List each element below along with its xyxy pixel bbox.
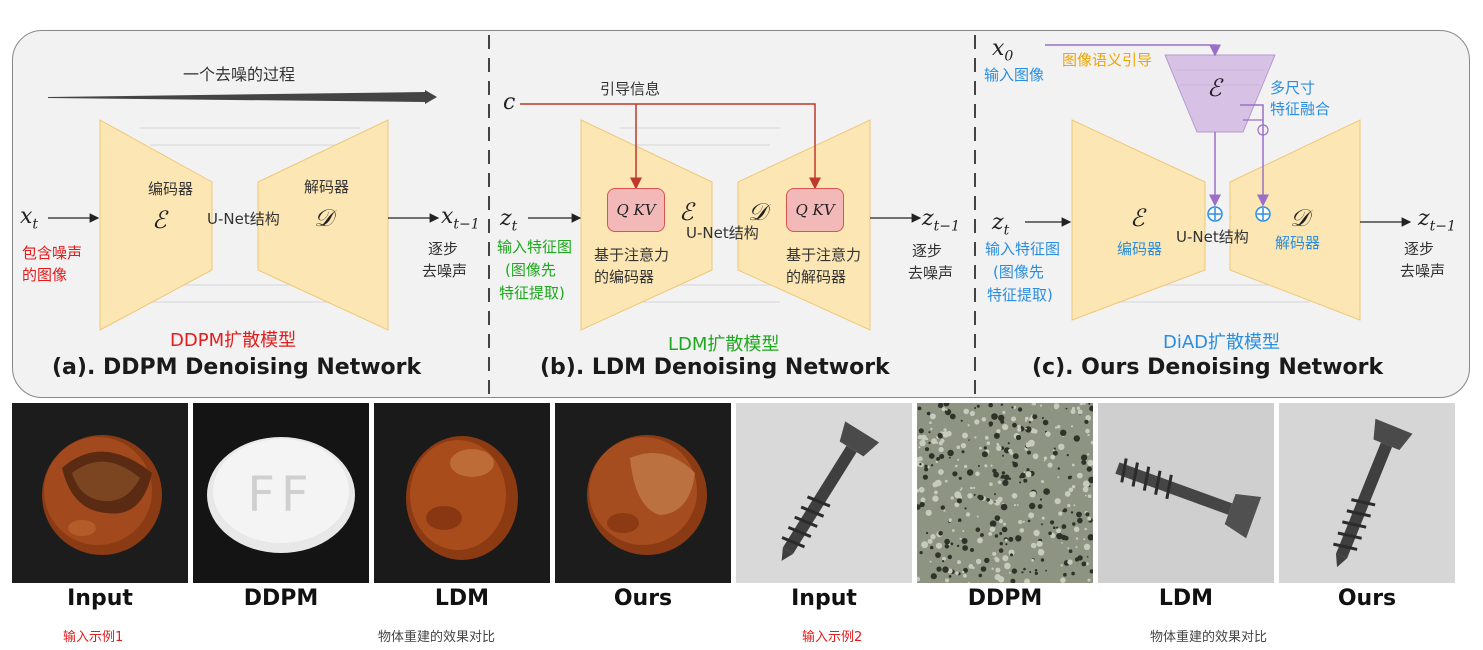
output-note-a2: 去噪声 [422,262,468,280]
fusion-label-1: 多尺寸 [1270,79,1316,97]
caption-input-1: Input [67,586,133,611]
z-t-1-output-c: zt−1 [1418,206,1456,235]
ddpm-decoder-shape [257,119,389,331]
x0-symbol: x0 [992,36,1014,65]
plus-icon-2 [1255,206,1271,222]
input-example-note-1: 输入示例1 [63,630,124,645]
input-note-b2: (图像先 [505,261,556,279]
caption-ldm-2: LDM [1158,586,1214,611]
tile-ldm-2 [1098,403,1274,583]
caption-ldm-1: LDM [434,586,490,611]
output-note-c1: 逐步 [1404,240,1435,258]
unet-label-c: U-Net结构 [1176,228,1249,246]
encoder-note-b1: 基于注意力 [594,246,670,264]
x-t-input: xt [20,204,39,233]
output-note-b2: 去噪声 [908,264,954,282]
caption-input-2: Input [791,586,857,611]
tile-ddpm-1: FF [193,403,369,583]
fusion-label-2: 特征融合 [1270,100,1331,118]
caption-ours-1: Ours [613,586,673,611]
semantic-encoder-shape [1164,54,1276,133]
caption-ddpm-1: DDPM [243,586,319,611]
caption-ddpm-2: DDPM [967,586,1043,611]
output-note-c2: 去噪声 [1400,262,1446,280]
title-a: (a). DDPM Denoising Network [52,355,422,380]
input-note-a1: 包含噪声 [22,244,83,262]
qkv-decoder-box: Q KV [786,188,844,232]
decoder-note-b2: 的解码器 [786,268,847,286]
cond-symbol: c [503,90,516,115]
model-name-a: DDPM扩散模型 [170,330,297,351]
qkv-encoder-box: Q KV [607,188,665,232]
x-t-1-output: xt−1 [441,204,480,233]
title-c: (c). Ours Denoising Network [1032,355,1384,380]
input-note-c1: 输入特征图 [985,240,1061,258]
encoder-label-a: 编码器 [148,180,194,198]
encoder-symbol-c: ℰ [1130,204,1145,232]
x0-note: 输入图像 [984,66,1045,84]
unet-label-b: U-Net结构 [686,224,759,242]
encoder-note-b2: 的编码器 [594,268,655,286]
tile-ldm-1 [374,403,550,583]
z-t-input-b: zt [500,206,518,235]
z-t-1-output-b: zt−1 [922,206,960,235]
semantic-guide-label: 图像语义引导 [1062,51,1153,69]
model-name-b: LDM扩散模型 [668,334,780,355]
plus-icon-1 [1207,206,1223,222]
tile-input-2 [736,403,912,583]
encoder-symbol-a: ℰ [152,206,167,234]
decoder-label-a: 解码器 [304,178,350,196]
process-arrow [48,90,437,104]
guide-line [520,103,821,190]
input-note-b3: 特征提取) [499,284,565,302]
model-name-c: DiAD扩散模型 [1163,332,1281,353]
decoder-symbol-c: 𝒟 [1290,204,1310,232]
z-t-input-c: zt [992,210,1010,239]
encoder-symbol-b: ℰ [679,198,694,226]
ddpm-encoder-shape [99,119,213,331]
output-note-a1: 逐步 [428,240,459,258]
tile-ours-2 [1279,403,1455,583]
unet-label-a: U-Net结构 [207,210,280,228]
input-note-c2: (图像先 [993,263,1044,281]
compare-note-1: 物体重建的效果对比 [378,630,496,645]
tile-ours-1 [555,403,731,583]
process-label: 一个去噪的过程 [183,65,296,84]
decoder-label-c: 解码器 [1275,234,1321,252]
decoder-symbol-a: 𝒟 [314,204,334,232]
input-note-b1: 输入特征图 [497,238,573,256]
small-encoder-symbol: ℰ [1207,74,1222,102]
input-note-c3: 特征提取) [987,286,1053,304]
input-example-note-2: 输入示例2 [802,630,863,645]
title-b: (b). LDM Denoising Network [540,355,890,380]
decoder-note-b1: 基于注意力 [786,246,862,264]
guide-label: 引导信息 [600,80,661,98]
tile-input-1 [12,403,188,583]
diagram-graphics [48,35,1412,395]
encoder-label-c: 编码器 [1117,240,1163,258]
pill-imprint: FF [247,467,314,523]
decoder-symbol-b: 𝒟 [748,198,768,226]
output-note-b1: 逐步 [912,242,943,260]
compare-note-2: 物体重建的效果对比 [1150,630,1268,645]
tile-ddpm-2 [917,403,1093,583]
ours-encoder-shape [1071,119,1206,321]
input-note-a2: 的图像 [22,266,68,284]
caption-ours-2: Ours [1337,586,1397,611]
